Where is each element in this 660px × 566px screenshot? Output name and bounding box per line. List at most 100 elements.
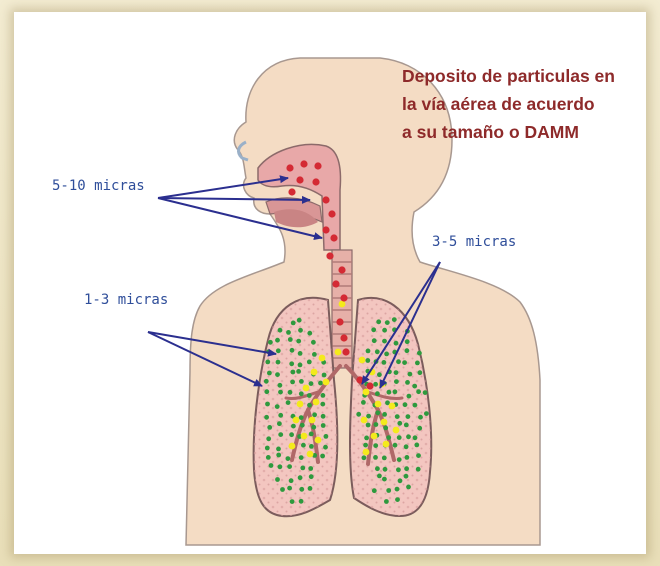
small-particle: [307, 331, 312, 336]
medium-particle: [339, 301, 346, 308]
small-particle: [385, 320, 390, 325]
small-particle: [406, 434, 411, 439]
small-particle: [307, 360, 312, 365]
small-particle: [405, 339, 410, 344]
small-particle: [372, 338, 377, 343]
small-particle: [397, 435, 402, 440]
small-particle: [406, 485, 411, 490]
small-particle: [361, 400, 366, 405]
small-particle: [382, 360, 387, 365]
small-particle: [264, 389, 269, 394]
large-particle: [322, 196, 329, 203]
medium-particle: [323, 379, 330, 386]
small-particle: [309, 432, 314, 437]
small-particle: [366, 414, 371, 419]
small-particle: [278, 328, 283, 333]
small-particle: [278, 413, 283, 418]
small-particle: [416, 389, 421, 394]
small-particle: [298, 328, 303, 333]
small-particle: [416, 467, 421, 472]
large-particle: [366, 382, 373, 389]
large-particle: [336, 318, 343, 325]
small-particle: [417, 351, 422, 356]
small-particle: [382, 456, 387, 461]
medium-particle: [383, 441, 390, 448]
small-particle: [290, 499, 295, 504]
diagram-title: Deposito de particulas en la vía aérea d…: [402, 62, 652, 146]
small-particle: [395, 414, 400, 419]
small-particle: [417, 426, 422, 431]
medium-particle: [363, 389, 370, 396]
small-particle: [382, 477, 387, 482]
small-particle: [299, 379, 304, 384]
small-particle: [309, 381, 314, 386]
large-particle: [314, 162, 321, 169]
large-particle: [296, 176, 303, 183]
small-particle: [266, 455, 271, 460]
small-particle: [276, 453, 281, 458]
medium-particle: [315, 437, 322, 444]
medium-particle: [389, 403, 396, 410]
small-particle: [277, 421, 282, 426]
small-particle: [384, 499, 389, 504]
small-particle: [394, 379, 399, 384]
small-particle: [407, 394, 412, 399]
small-particle: [366, 349, 371, 354]
small-particle: [383, 467, 388, 472]
small-particle: [265, 446, 270, 451]
medium-particle: [393, 427, 400, 434]
medium-particle: [309, 417, 316, 424]
small-particle: [362, 455, 367, 460]
small-particle: [324, 434, 329, 439]
small-particle: [269, 463, 274, 468]
small-particle: [402, 360, 407, 365]
medium-particle: [301, 433, 308, 440]
small-particle: [393, 443, 398, 448]
small-particle: [382, 339, 387, 344]
small-particle: [312, 412, 317, 417]
small-particle: [267, 425, 272, 430]
small-particle: [406, 414, 411, 419]
small-particle: [416, 453, 421, 458]
small-particle: [308, 466, 313, 471]
small-particle: [395, 487, 400, 492]
small-particle: [373, 443, 378, 448]
large-particle: [328, 210, 335, 217]
small-particle: [405, 380, 410, 385]
title-line-1: Deposito de particulas en: [402, 62, 652, 90]
small-particle: [387, 390, 392, 395]
small-particle: [265, 360, 270, 365]
small-particle: [383, 426, 388, 431]
small-particle: [373, 382, 378, 387]
label-1-3-micras: 1-3 micras: [84, 292, 168, 308]
small-particle: [268, 340, 273, 345]
small-particle: [265, 402, 270, 407]
small-particle: [267, 371, 272, 376]
small-particle: [382, 328, 387, 333]
small-particle: [415, 361, 420, 366]
small-particle: [320, 402, 325, 407]
small-particle: [322, 373, 327, 378]
large-particle: [332, 280, 339, 287]
medium-particle: [311, 369, 318, 376]
medium-particle: [313, 399, 320, 406]
small-particle: [287, 464, 292, 469]
small-particle: [372, 488, 377, 493]
large-particle: [338, 266, 345, 273]
large-particle: [286, 164, 293, 171]
small-particle: [321, 393, 326, 398]
small-particle: [264, 415, 269, 420]
small-particle: [278, 432, 283, 437]
small-particle: [376, 319, 381, 324]
small-particle: [275, 338, 280, 343]
small-particle: [278, 390, 283, 395]
medium-particle: [381, 419, 388, 426]
small-particle: [320, 454, 325, 459]
large-particle: [322, 226, 329, 233]
small-particle: [408, 372, 413, 377]
small-particle: [374, 422, 379, 427]
small-particle: [286, 456, 291, 461]
small-particle: [395, 497, 400, 502]
small-particle: [289, 361, 294, 366]
small-particle: [404, 423, 409, 428]
